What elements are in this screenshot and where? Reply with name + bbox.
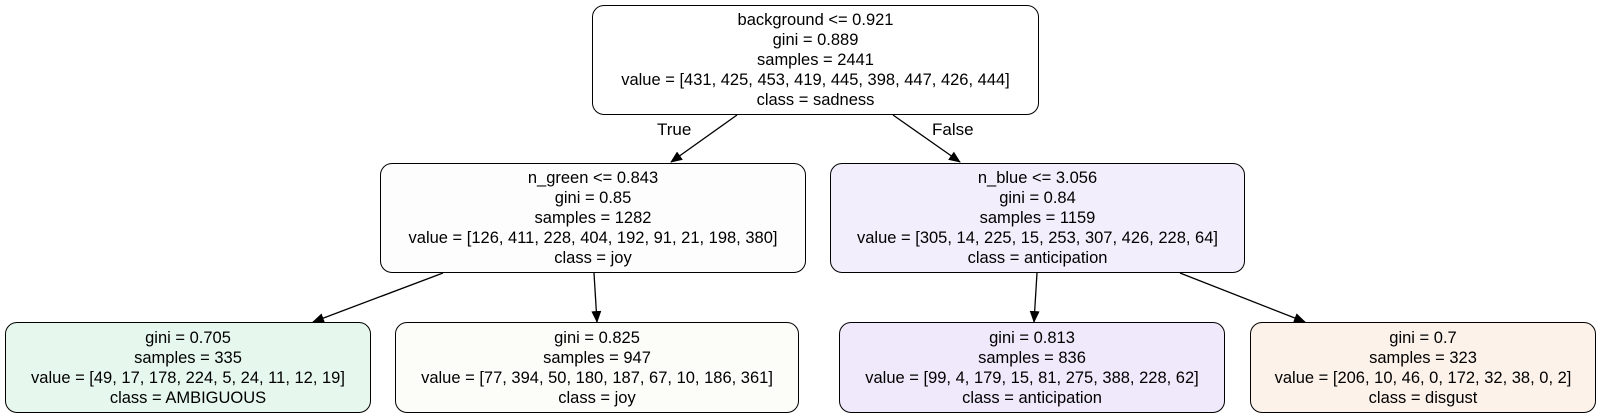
node-value: value = [126, 411, 228, 404, 192, 91, 21… [408, 229, 778, 247]
node-gini: gini = 0.85 [554, 189, 632, 207]
node-split-rule: n_green <= 0.843 [527, 169, 659, 187]
node-class: class = sadness [756, 91, 875, 109]
node-class: class = anticipation [967, 249, 1108, 267]
node-value: value = [49, 17, 178, 224, 5, 24, 11, 12… [31, 368, 345, 387]
tree-leaf-right-left: gini = 0.813 samples = 836 value = [99, … [839, 322, 1225, 413]
node-gini: gini = 0.813 [989, 328, 1075, 347]
edge-label-false: False [932, 120, 974, 139]
node-samples: samples = 836 [978, 348, 1086, 367]
edge-root-to-right [892, 114, 961, 163]
node-gini: gini = 0.825 [554, 328, 640, 347]
node-samples: samples = 323 [1369, 348, 1477, 367]
node-gini: gini = 0.889 [772, 31, 859, 49]
node-samples: samples = 1159 [979, 209, 1096, 227]
node-value: value = [431, 425, 453, 419, 445, 398, 4… [621, 71, 1010, 89]
tree-leaf-left-left: gini = 0.705 samples = 335 value = [49, … [5, 322, 371, 413]
node-value: value = [77, 394, 50, 180, 187, 67, 10, … [421, 368, 773, 387]
node-samples: samples = 1282 [534, 209, 652, 227]
node-class: class = joy [554, 249, 632, 267]
node-class: class = anticipation [962, 388, 1102, 407]
edge-root-to-left [670, 114, 738, 163]
edge-right-to-leaf-rr [1179, 272, 1306, 323]
node-class: class = disgust [1368, 388, 1478, 407]
node-gini: gini = 0.7 [1389, 328, 1457, 347]
node-value: value = [206, 10, 46, 0, 172, 32, 38, 0,… [1274, 368, 1572, 387]
node-class: class = joy [558, 388, 636, 407]
edge-right-to-leaf-rl [1029, 272, 1040, 323]
node-value: value = [305, 14, 225, 15, 253, 307, 426… [856, 229, 1218, 247]
edge-label-true: True [657, 120, 692, 139]
node-samples: samples = 947 [543, 348, 651, 367]
node-samples: samples = 2441 [757, 51, 874, 69]
node-samples: samples = 335 [134, 348, 242, 367]
tree-leaf-left-right: gini = 0.825 samples = 947 value = [77, … [395, 322, 799, 413]
node-split-rule: background <= 0.921 [737, 11, 894, 29]
tree-node-left: n_green <= 0.843 gini = 0.85 samples = 1… [380, 163, 806, 273]
tree-node-right: n_blue <= 3.056 gini = 0.84 samples = 11… [830, 163, 1245, 273]
node-gini: gini = 0.84 [999, 189, 1076, 207]
edge-left-to-leaf-ll [312, 272, 444, 323]
node-value: value = [99, 4, 179, 15, 81, 275, 388, 2… [865, 368, 1199, 387]
node-split-rule: n_blue <= 3.056 [977, 169, 1098, 187]
edge-left-to-leaf-lr [591, 272, 602, 323]
tree-leaf-right-right: gini = 0.7 samples = 323 value = [206, 1… [1250, 322, 1596, 413]
node-gini: gini = 0.705 [145, 328, 231, 347]
tree-node-root: background <= 0.921 gini = 0.889 samples… [592, 5, 1039, 115]
node-class: class = AMBIGUOUS [109, 388, 267, 407]
